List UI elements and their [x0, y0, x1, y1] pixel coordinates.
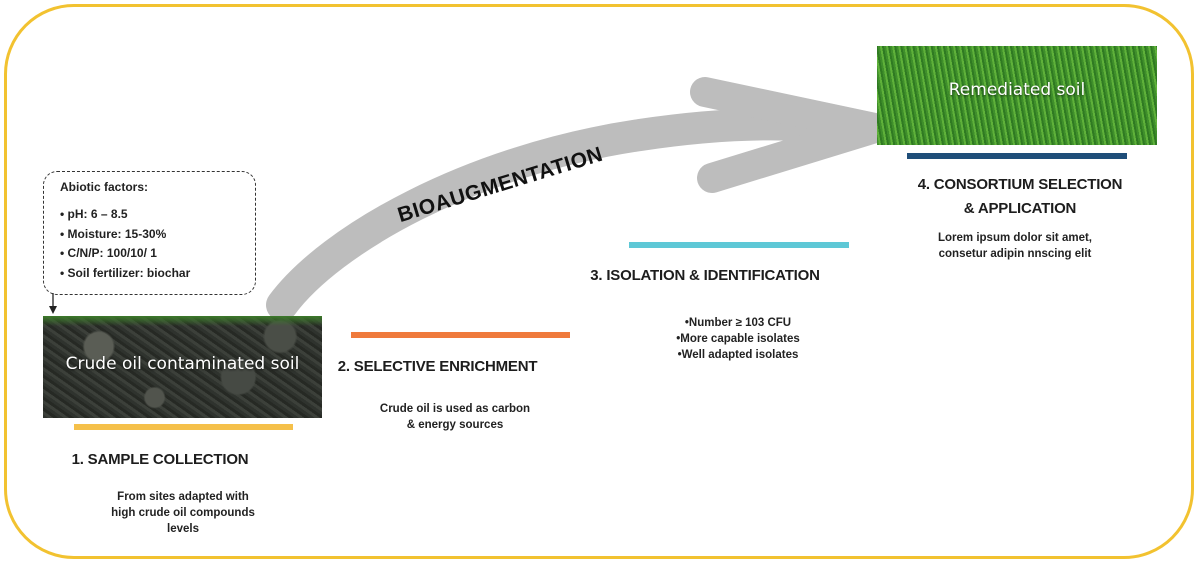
crude-oil-soil-image: Crude oil contaminated soil: [43, 316, 322, 418]
step3-item: More capable isolates: [648, 331, 828, 347]
step2-desc-line: & energy sources: [406, 419, 504, 431]
step4-desc-line: Lorem ipsum dolor sit amet,: [938, 232, 1092, 244]
abiotic-factors-list: pH: 6 – 8.5 Moisture: 15-30% C/N/P: 100/…: [60, 205, 191, 284]
diagram-frame: [4, 4, 1194, 559]
abiotic-item-cnp: C/N/P: 100/10/ 1: [60, 244, 190, 264]
remediated-soil-image: Remediated soil: [877, 46, 1157, 145]
step3-item: Number ≥ 103 CFU: [648, 315, 828, 331]
step1-bar: [74, 424, 293, 430]
step2-title: 2. SELECTIVE ENRICHMENT: [337, 358, 538, 375]
abiotic-item-fertilizer: Soil fertilizer: biochar: [60, 264, 191, 284]
abiotic-factors-box: Abiotic factors: pH: 6 – 8.5 Moisture: 1…: [43, 171, 256, 295]
step2-description: Crude oil is used as carbon & energy sou…: [365, 401, 545, 433]
step4-title: 4. CONSORTIUM SELECTION & APPLICATION: [905, 173, 1135, 221]
step4-title-line: & APPLICATION: [963, 200, 1077, 217]
abiotic-item-moisture: Moisture: 15-30%: [60, 225, 190, 245]
step3-list: Number ≥ 103 CFU More capable isolates W…: [648, 315, 828, 363]
step1-desc-line: From sites adapted with: [117, 491, 249, 503]
step2-desc-line: Crude oil is used as carbon: [379, 403, 531, 415]
step4-bar: [907, 153, 1127, 159]
step2-bar: [351, 332, 570, 338]
step1-desc-line: levels: [167, 523, 199, 535]
abiotic-factors-title: Abiotic factors:: [60, 180, 149, 194]
step3-title: 3. ISOLATION & IDENTIFICATION: [590, 267, 820, 284]
step4-description: Lorem ipsum dolor sit amet, consetur adi…: [915, 230, 1115, 262]
abiotic-item-ph: pH: 6 – 8.5: [60, 205, 190, 225]
step3-item: Well adapted isolates: [648, 347, 828, 363]
crude-soil-label: Crude oil contaminated soil: [65, 354, 300, 374]
step4-desc-line: consetur adipin nnscing elit: [938, 248, 1092, 260]
step1-title: 1. SAMPLE COLLECTION: [71, 451, 249, 468]
step3-bar: [629, 242, 849, 248]
step1-description: From sites adapted with high crude oil c…: [98, 489, 268, 537]
step4-title-line: 4. CONSORTIUM SELECTION: [917, 176, 1123, 193]
step1-desc-line: high crude oil compounds: [111, 507, 255, 519]
remediated-soil-label: Remediated soil: [948, 80, 1086, 100]
